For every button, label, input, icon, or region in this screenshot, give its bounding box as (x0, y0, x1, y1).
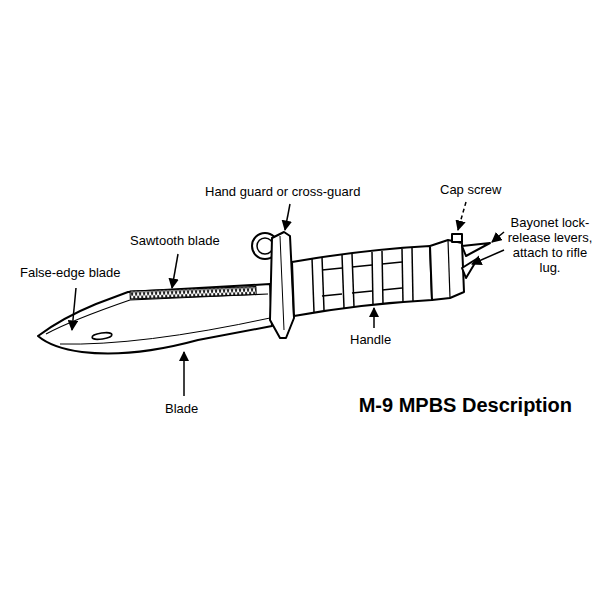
lock-lever (462, 258, 478, 278)
part-label: Hand guard or cross-guard (205, 185, 360, 200)
part-label: Sawtooth blade (130, 234, 220, 249)
cross-guard (252, 232, 294, 338)
cap-screw (452, 234, 462, 242)
pommel (430, 234, 490, 300)
lock-lever (462, 243, 490, 256)
diagram-title: M-9 MPBS Description (359, 394, 572, 417)
sawtooth (130, 287, 256, 299)
blade (38, 284, 272, 354)
leader-lines (72, 202, 504, 396)
handle (292, 246, 432, 316)
part-label: Bayonet lock-release levers, attach to r… (506, 216, 594, 276)
part-label: Blade (165, 402, 198, 417)
part-label: False-edge blade (20, 266, 120, 281)
part-label: Cap screw (440, 183, 501, 198)
part-label: Handle (350, 333, 391, 348)
